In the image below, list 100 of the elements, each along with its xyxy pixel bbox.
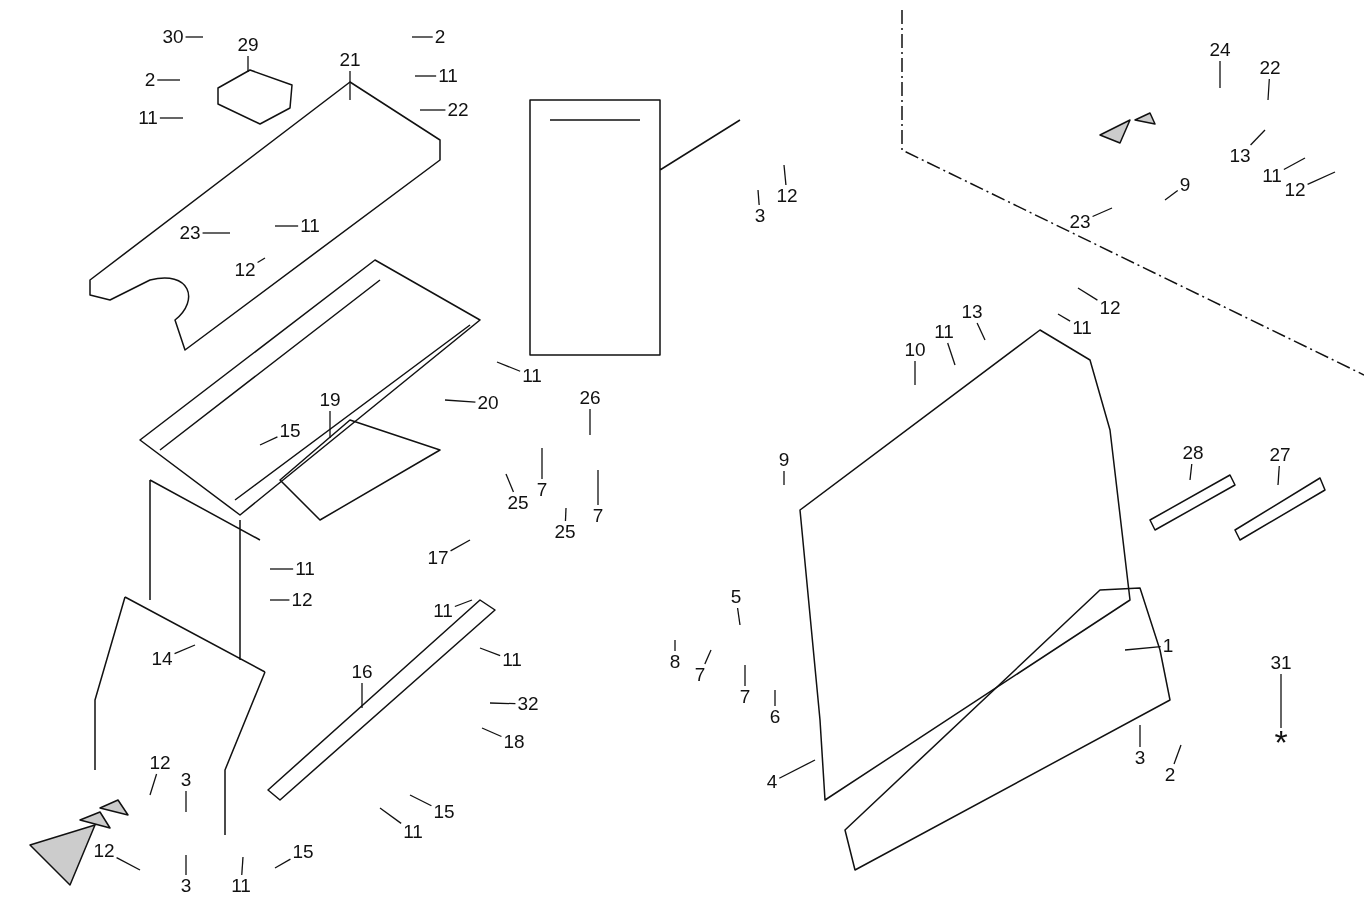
leader-line [1164,189,1179,201]
leader-line [564,507,567,522]
callout-number: 24 [1209,40,1231,60]
callout-number: 1 [1162,636,1174,656]
callout-number: 11 [522,366,542,386]
callout-number: 12 [1284,180,1306,200]
leader-line [1077,287,1099,301]
callout-number: 12 [291,590,313,610]
leader-line [1091,207,1113,218]
callout-number: 18 [503,732,525,752]
callout-number: 11 [231,876,251,896]
leader-line [674,639,676,652]
leader-line [947,342,956,366]
callout-number: 11 [502,650,522,670]
callout-number: 9 [778,450,790,470]
callout-number: 10 [904,340,926,360]
leader-line [541,447,543,480]
callout-number: 15 [433,802,455,822]
callout-number: 4 [766,772,778,792]
leader-line [914,360,916,386]
callout-number: 7 [592,506,604,526]
leader-line [329,410,331,439]
leader-line [783,164,787,186]
callout-number: 16 [351,662,373,682]
callout-number: 11 [1262,166,1282,186]
callout-number: 6 [769,707,781,727]
callout-number: 15 [279,421,301,441]
leader-line [379,807,402,824]
leader-line [173,644,196,655]
leader-line [185,854,187,876]
leader-line [274,225,299,227]
leader-line [1267,78,1270,101]
callout-number: 12 [234,260,256,280]
leader-line [597,469,599,506]
callout-number: 23 [179,223,201,243]
callout-number: 17 [427,548,449,568]
leader-line [1277,465,1280,486]
callout-number: 28 [1182,443,1204,463]
callout-number: 9 [1179,175,1191,195]
callout-number: 11 [433,601,453,621]
callout-number: 20 [477,393,499,413]
callout-number: 31 [1270,653,1292,673]
leader-line [414,75,437,77]
leader-line [185,790,187,813]
callout-number: 22 [447,100,469,120]
callout-number: 15 [292,842,314,862]
leader-line [778,759,816,779]
leader-line [505,473,515,493]
callout-number: 2 [144,70,156,90]
leader-line [444,399,477,403]
leader-line [349,70,351,101]
callout-number: 29 [237,35,259,55]
callout-number: 12 [93,841,115,861]
leader-line [419,109,447,111]
leader-line [149,773,158,796]
leader-line [1139,724,1141,748]
callout-number: 13 [961,302,983,322]
leader-line [1280,673,1282,729]
leader-line [736,607,741,626]
leader-line [409,794,433,807]
leader-line [496,361,521,372]
leader-line [774,689,776,707]
callout-number: 21 [339,50,361,70]
leader-line [1173,744,1182,765]
leader-line [976,322,986,341]
leader-line [449,539,471,552]
leader-line [159,117,184,119]
leader-line [1283,157,1306,171]
leader-line [269,568,294,570]
leader-line [241,856,244,876]
leader-line [411,36,434,38]
callout-number: 5 [730,587,742,607]
callout-number: 12 [149,753,171,773]
leader-line [1057,313,1071,322]
leader-line [744,664,746,687]
callout-number: 8 [669,652,681,672]
leader-line [156,79,181,81]
leader-line [259,436,279,446]
callout-number: 32 [517,694,539,714]
leader-line [1189,463,1193,481]
leader-line [481,727,503,738]
leader-line [274,858,292,869]
leader-line [361,682,363,709]
callout-number: 25 [554,522,576,542]
callout-number: 2 [1164,765,1176,785]
leader-line [1124,646,1162,651]
callout-number: 19 [319,390,341,410]
leader-line [1219,60,1221,89]
callout-number: 14 [151,649,173,669]
leader-line [757,189,760,206]
callout-number: 22 [1259,58,1281,78]
callout-number: 27 [1269,445,1291,465]
callout-number: 11 [1072,318,1092,338]
leader-line [115,857,141,871]
callout-number: 11 [934,322,954,342]
callout-number: 12 [776,186,798,206]
leader-line [1249,129,1266,146]
leader-line [454,599,473,608]
callout-number: 12 [1099,298,1121,318]
callout-number: 26 [579,388,601,408]
